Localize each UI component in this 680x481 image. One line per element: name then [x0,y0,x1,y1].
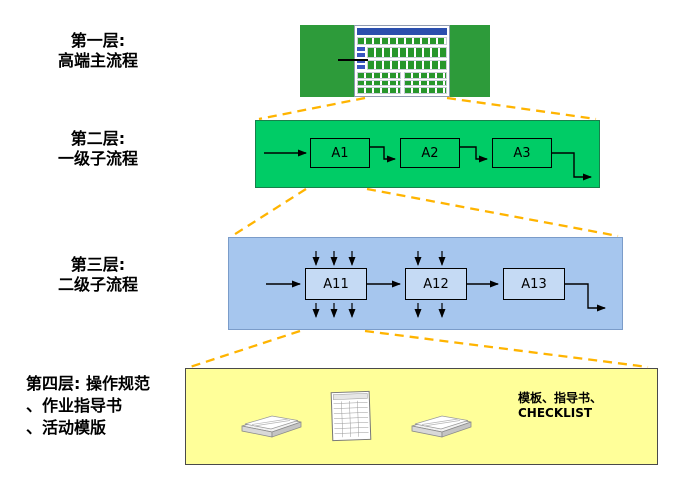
mini-map-cell-row [367,47,447,58]
expand-dash-l1-left [258,96,366,121]
expand-dash-l3-right [364,329,649,369]
layer2-label-line2: 一级子流程 [57,149,138,168]
layer4-label-line3: 、活动模版 [26,418,107,437]
mini-map-connector-line [338,59,368,61]
mini-map-middle-rows [367,47,447,70]
document-stack-icon [241,415,302,438]
checklist-form-icon [330,390,372,442]
mini-map-left-panel [300,25,354,97]
process-box-a11: A11 [305,268,367,300]
mini-map-bottom-block [357,72,401,95]
checklist-form [330,390,372,442]
mini-map-center [354,25,450,97]
form-header [332,393,368,400]
form-grid-cols [341,400,359,438]
expand-dash-l2-left [231,188,307,237]
process-box-a1: A1 [310,138,370,168]
doc-right-edge [271,421,302,438]
layer1-label: 第一层: 高端主流程 [18,31,178,71]
layer2-panel [255,120,600,188]
mini-map-title-bar [357,28,447,35]
process-box-a12: A12 [405,268,467,300]
layer4-note-line1: 模板、指导书、 [518,391,603,405]
layer4-label: 第四层: 操作规范 、作业指导书 、活动模版 [16,373,186,439]
process-box-a3: A3 [492,138,552,168]
layer1-process-map-thumbnail [300,25,490,97]
mini-map-cell-row [357,37,447,45]
doc-text-line [253,420,291,427]
mini-map-middle-section [357,47,447,70]
process-box-a13: A13 [503,268,565,300]
doc-text-line [251,418,289,425]
mini-map-bottom-section [357,72,447,95]
mini-map-right-panel [450,25,490,97]
mini-map-cell-row [367,59,447,70]
layer3-label: 第三层: 二级子流程 [18,255,178,295]
doc-text-line [423,420,461,427]
layer3-label-line2: 二级子流程 [57,275,138,294]
mini-map-cell-row [403,87,447,95]
process-box-a2: A2 [400,138,460,168]
layer1-label-line2: 高端主流程 [57,51,138,70]
mini-map-cell-row [403,72,447,79]
layer4-label-line1: 第四层: 操作规范 [26,374,150,393]
layer4-panel [185,368,658,465]
layer2-label: 第二层: 一级子流程 [18,129,178,169]
document-stack-icon [411,415,472,438]
doc-text-line [421,418,459,425]
layer4-label-line2: 、作业指导书 [26,396,123,415]
expand-dash-l3-left [189,329,301,369]
layer2-label-line1: 第二层: [70,129,126,148]
form-grid-rows [333,402,369,434]
mini-map-cell-row [357,72,401,79]
mini-map-label-column [357,47,365,70]
mini-map-bottom-block [403,72,447,95]
layer3-label-line1: 第三层: [70,255,126,274]
layer4-note: 模板、指导书、 CHECKLIST [518,391,658,421]
expand-dash-l1-right [446,96,597,121]
mini-map-cell-row [357,79,401,87]
doc-right-edge [441,421,472,438]
mini-map-cell-row [403,79,447,87]
layer4-note-line2: CHECKLIST [518,406,593,420]
mini-map-cell-row [357,87,401,95]
expand-dash-l2-right [366,187,619,238]
layer1-label-line1: 第一层: [70,31,126,50]
